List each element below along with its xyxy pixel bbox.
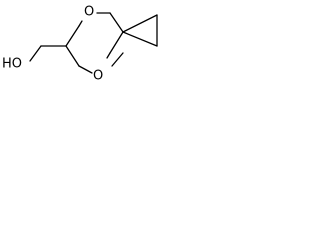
bond-c7-o-top <box>78 20 83 27</box>
bond-cyclopropyl-3 <box>122 31 158 47</box>
bond-c6-c7 <box>65 25 80 47</box>
structure-canvas: HO O O <box>0 0 196 88</box>
bond-o-bottom-c4 <box>78 65 93 74</box>
oxygen-bottom-label: O <box>93 69 103 84</box>
bond-c4-c6 <box>65 45 80 67</box>
hydroxyl-label: HO <box>2 57 22 72</box>
oxygen-top-label: O <box>84 5 94 20</box>
bond-cyclopropyl-1 <box>122 14 158 33</box>
bond-c8-spiro <box>109 12 124 33</box>
bond-c5-o-bottom <box>106 52 111 59</box>
molecule-diagram: HO O O <box>2 5 158 84</box>
bond-spiro-c5 <box>109 31 124 54</box>
bond-spiro-o-bottom <box>111 52 124 67</box>
bond-oh-ch2 <box>29 45 42 62</box>
